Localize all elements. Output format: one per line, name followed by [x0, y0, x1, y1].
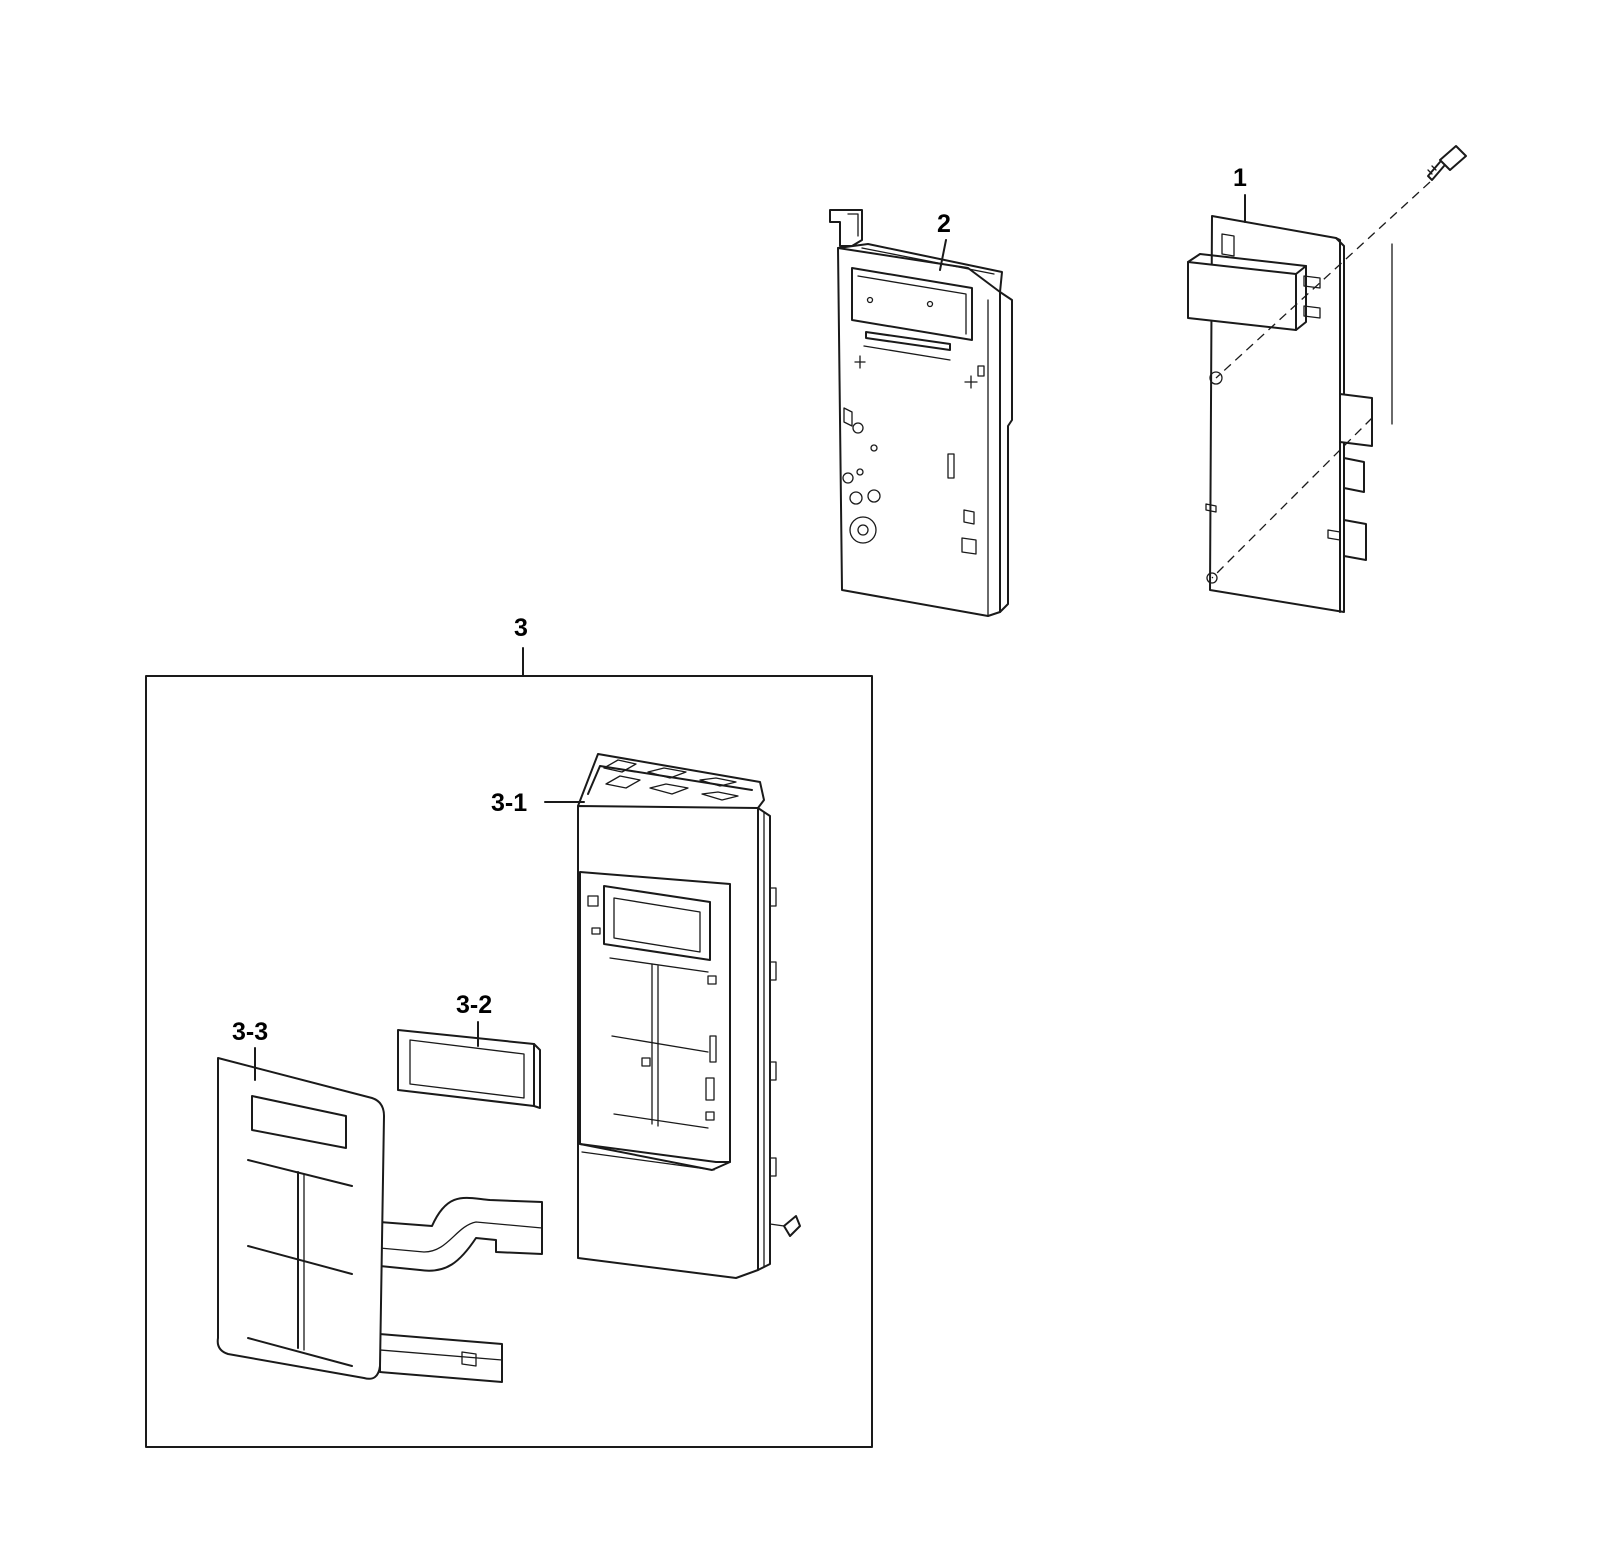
part-3-group-box [145, 675, 873, 1448]
part-2-bracket [829, 209, 1013, 617]
screw-icon [1427, 145, 1467, 181]
part-3-2-window-lens [397, 1029, 541, 1109]
part-3-1-panel-frame [577, 753, 801, 1279]
label-part-3-1: 3-1 [491, 789, 527, 817]
label-part-3-3: 3-3 [232, 1018, 268, 1046]
label-part-1: 1 [1233, 164, 1247, 192]
label-part-3: 3 [514, 614, 528, 642]
label-part-3-2: 3-2 [456, 991, 492, 1019]
assembly-line-screw [1215, 181, 1431, 379]
leader-line-2 [939, 239, 947, 271]
part-3-3-membrane-switch [216, 1057, 543, 1383]
label-part-2: 2 [937, 210, 951, 238]
part-1-pcb-board [1187, 215, 1393, 613]
assembly-line-lower [1211, 417, 1373, 579]
